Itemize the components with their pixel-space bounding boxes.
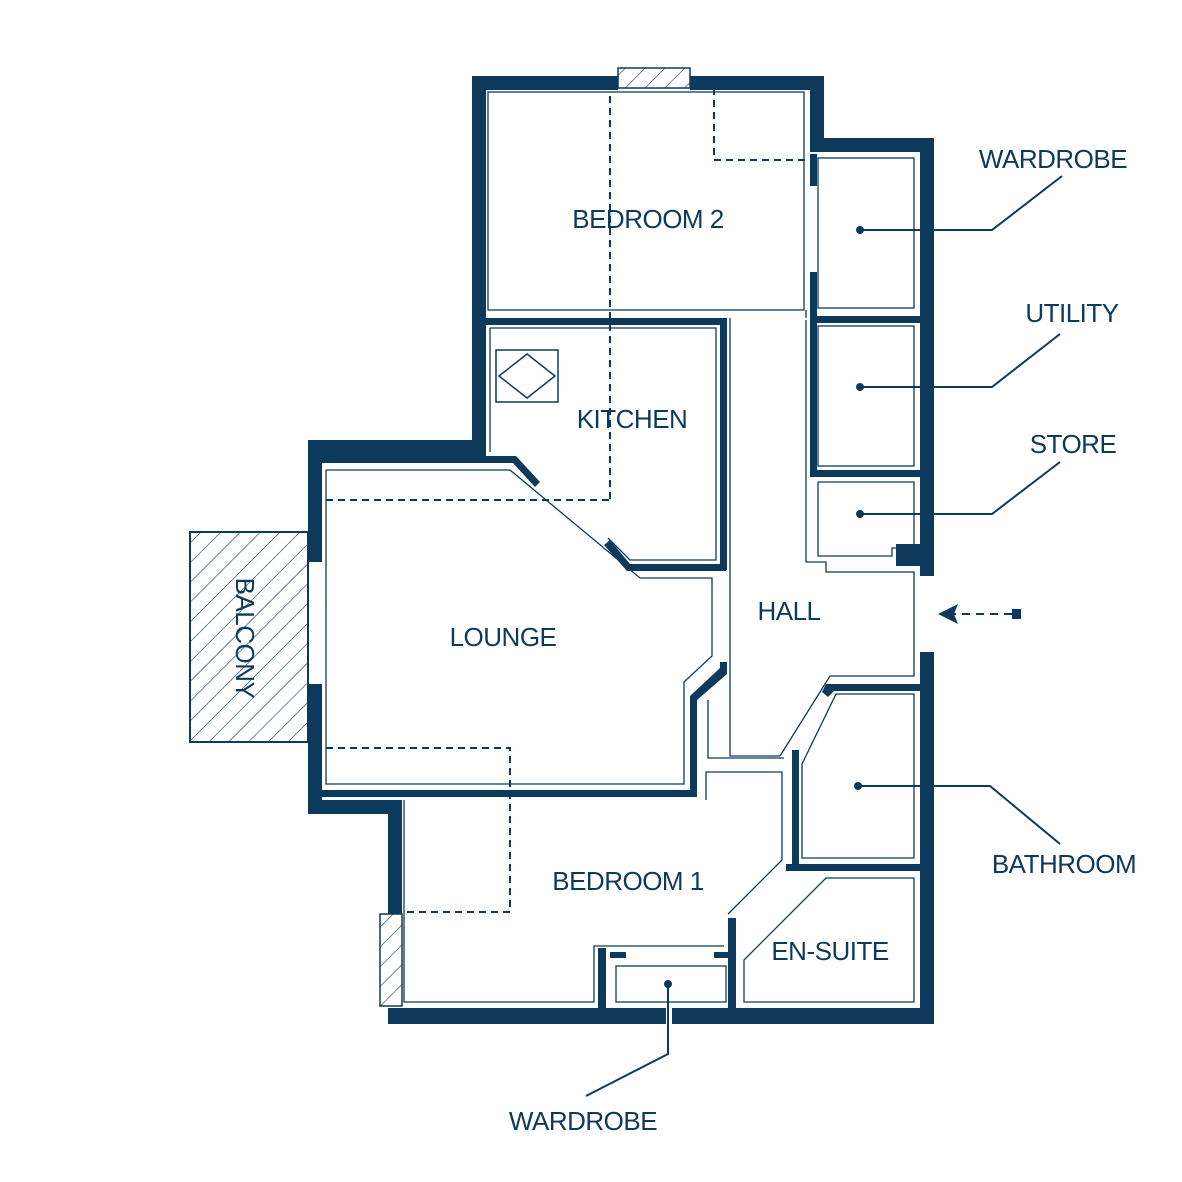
room-label-bedroom-2: BEDROOM 2 [572,204,724,234]
callout-label-store: STORE [1030,429,1117,459]
callout-label-wardrobe-top: WARDROBE [979,144,1127,174]
callout-label-wardrobe-bottom: WARDROBE [509,1106,657,1136]
windows [379,67,691,1007]
callout-label-bathroom: BATHROOM [992,849,1136,879]
callout-leaders [585,175,1063,1097]
wall-outlines [325,91,915,1003]
balcony-area [189,531,309,743]
room-label-lounge: LOUNGE [450,622,557,652]
hob-icon [495,349,559,403]
callout-label-utility: UTILITY [1025,298,1118,328]
dashed-lines [326,88,808,913]
room-label-ensuite: EN-SUITE [771,936,889,966]
room-label-kitchen: KITCHEN [577,404,688,434]
exterior-walls [308,76,934,1024]
entrance-arrow-icon [938,604,1021,624]
room-label-bedroom-1: BEDROOM 1 [552,866,704,896]
room-label-hall: HALL [757,596,820,626]
room-label-balcony: BALCONY [230,578,260,699]
